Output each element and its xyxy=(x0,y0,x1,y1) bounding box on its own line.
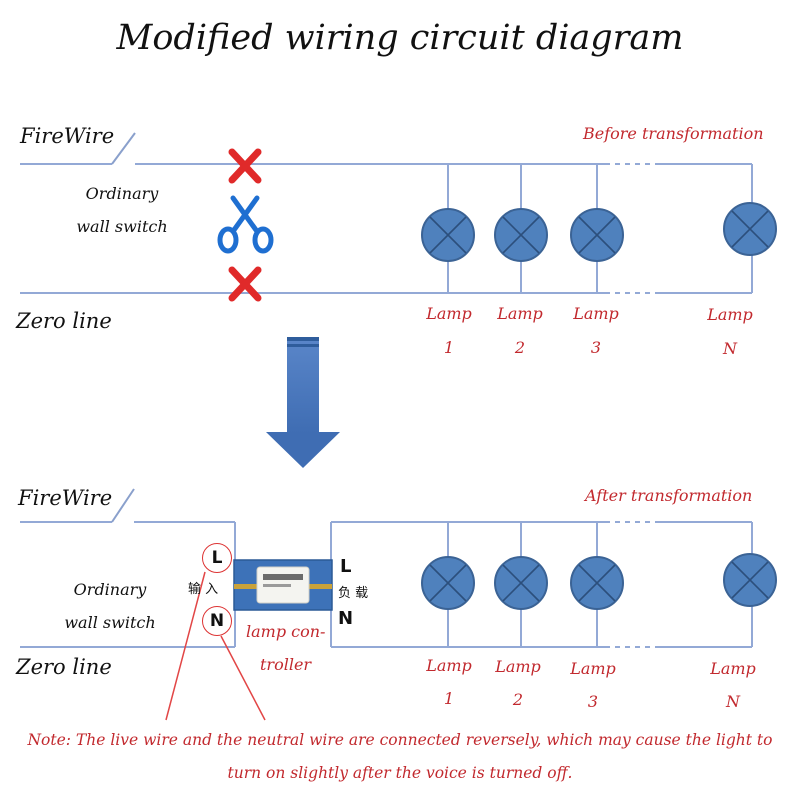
wiring-note: Note: The live wire and the neutral wire… xyxy=(27,731,773,782)
down-arrow-icon xyxy=(266,337,340,468)
bottom-zero-line-wire xyxy=(20,610,752,648)
top-circuit xyxy=(20,132,777,302)
top-lamp-3-label: Lamp xyxy=(573,304,619,323)
scissors-icon xyxy=(217,195,274,254)
bottom-zero-line-label: Zero line xyxy=(16,655,112,679)
input-live-marker: L xyxy=(202,543,232,573)
load-neutral-pin: N xyxy=(338,608,354,629)
top-lamp-1-label: Lamp xyxy=(426,304,472,323)
top-lamp-1-number: 1 xyxy=(443,338,455,357)
controller-label-line1: lamp con- xyxy=(246,622,326,641)
bottom-circuit xyxy=(20,488,777,721)
bottom-lamp-3 xyxy=(570,556,624,610)
lamp-controller-box xyxy=(233,559,333,611)
bottom-lamp-1-label: Lamp xyxy=(426,656,472,675)
bottom-fire-wire-label: FireWire xyxy=(18,486,113,510)
top-zero-line-label: Zero line xyxy=(16,309,112,333)
top-state-label: Before transformation xyxy=(583,124,764,143)
annotation-pointer-lines xyxy=(165,571,266,721)
bottom-switch-label-line1: Ordinary xyxy=(73,580,147,599)
diagram-title: Modified wiring circuit diagram xyxy=(116,18,684,58)
top-fire-wire xyxy=(20,132,753,293)
bottom-lamp-3-number: 3 xyxy=(587,692,599,711)
top-lamp-n-number: N xyxy=(723,339,737,358)
bottom-lamp-2-number: 2 xyxy=(512,690,524,709)
top-lamp-3 xyxy=(570,208,624,262)
cut-mark-fire-icon xyxy=(228,148,262,184)
bottom-lamp-1 xyxy=(421,556,475,610)
top-lamp-1 xyxy=(421,208,475,262)
top-lamp-n-label: Lamp xyxy=(707,305,753,324)
bottom-lamp-n-label: Lamp xyxy=(710,659,756,678)
input-cjk-label: 输 入 xyxy=(188,582,219,597)
load-live-pin: L xyxy=(340,556,352,577)
bottom-lamp-2-label: Lamp xyxy=(495,657,541,676)
bottom-lamp-3-label: Lamp xyxy=(570,659,616,678)
top-lamp-2-number: 2 xyxy=(514,338,526,357)
bottom-state-label: After transformation xyxy=(585,486,753,505)
top-fire-wire-label: FireWire xyxy=(20,124,115,148)
top-switch-label-line1: Ordinary xyxy=(85,184,159,203)
load-cjk-label: 负 载 xyxy=(338,586,369,601)
bottom-lamp-n-number: N xyxy=(726,692,740,711)
top-lamp-n xyxy=(723,202,777,256)
top-lamp-3-number: 3 xyxy=(590,338,602,357)
input-neutral-marker: N xyxy=(202,606,232,636)
bottom-lamp-1-number: 1 xyxy=(443,689,455,708)
bottom-lamp-n xyxy=(723,553,777,607)
top-lamp-2-label: Lamp xyxy=(497,304,543,323)
bottom-switch-label-line2: wall switch xyxy=(64,613,156,632)
cut-mark-zero-icon xyxy=(228,266,262,302)
bottom-lamp-2 xyxy=(494,556,548,610)
top-lamp-2 xyxy=(494,208,548,262)
controller-label-line2: troller xyxy=(260,655,312,674)
top-switch-label-line2: wall switch xyxy=(76,217,168,236)
